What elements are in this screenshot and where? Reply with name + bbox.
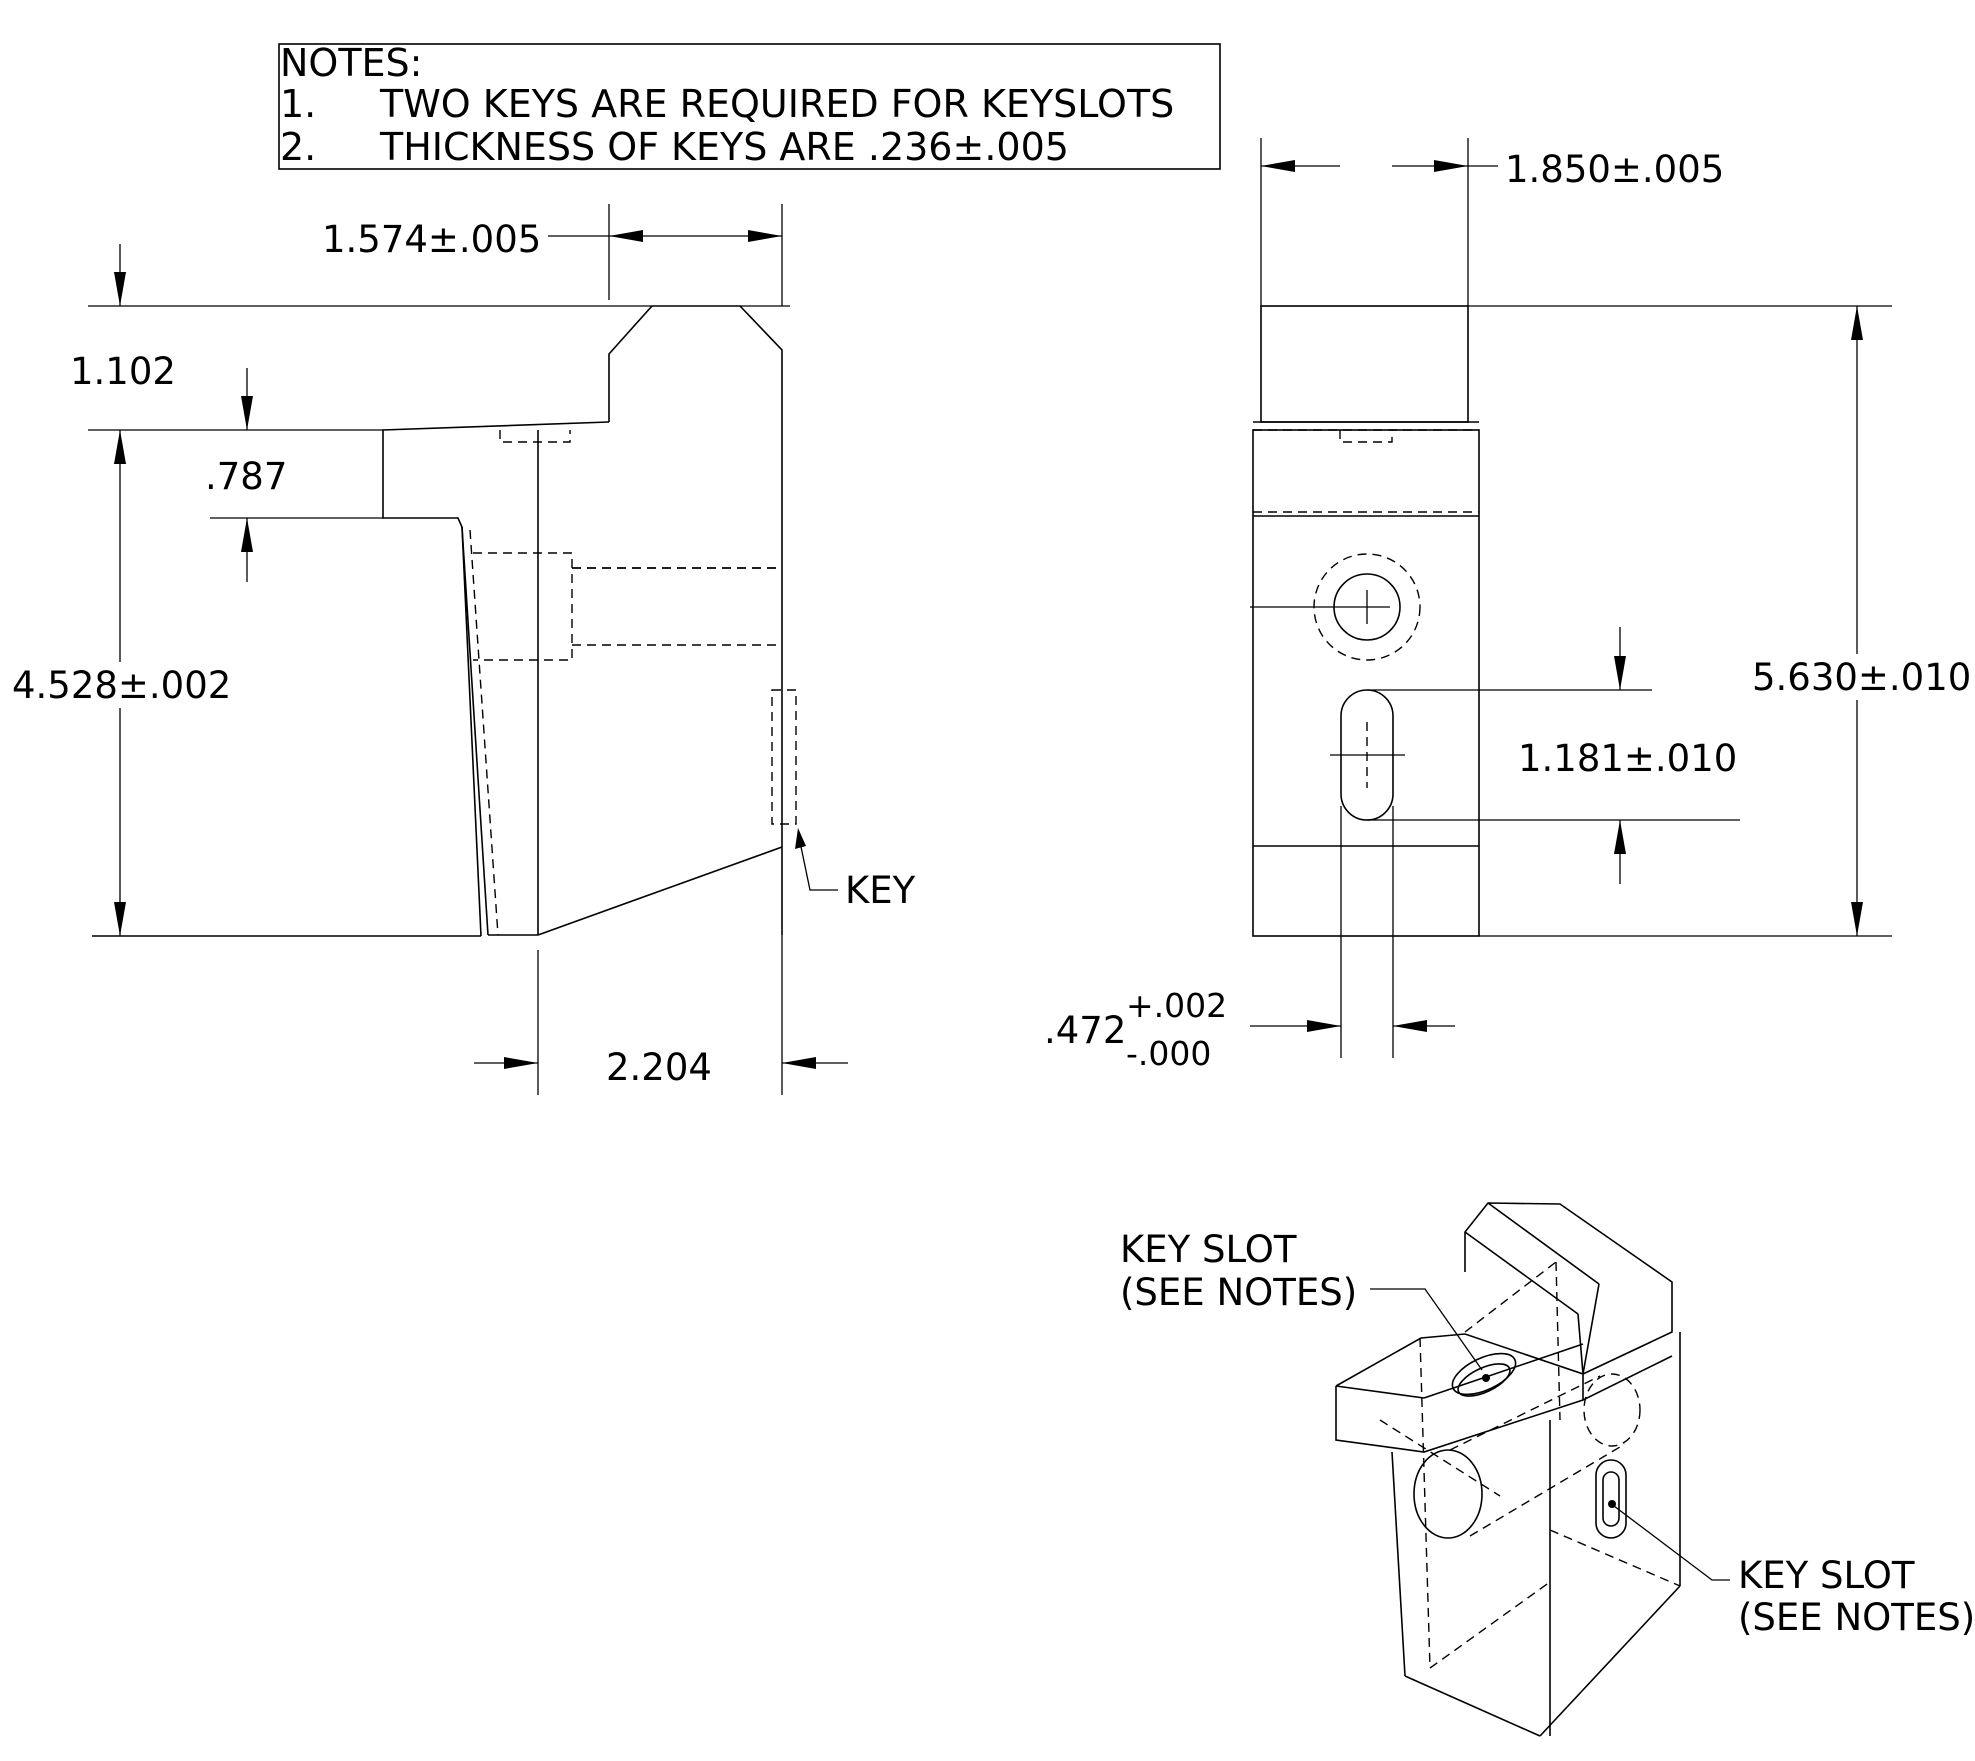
arrow-1181-top xyxy=(1614,656,1626,690)
dim-4528-label: 4.528±.002 xyxy=(12,664,231,707)
iso-key-slot-note-1: (SEE NOTES) xyxy=(1120,1271,1357,1314)
dim-1574-label: 1.574±.005 xyxy=(322,218,541,261)
arrow-4528-top xyxy=(114,430,126,464)
dim-5630-label: 5.630±.010 xyxy=(1752,656,1971,699)
dim-1102-label: 1.102 xyxy=(70,350,176,393)
dim-1181-label: 1.181±.010 xyxy=(1518,737,1737,780)
arrow-1102-top xyxy=(114,272,126,306)
iso-top-block-ridge xyxy=(1487,1202,1600,1285)
iso-bore-back xyxy=(1583,1373,1641,1447)
iso-key-slot-side xyxy=(1595,1459,1627,1539)
iso-top-block-front2 xyxy=(1577,1313,1584,1375)
dim-472-minus: -.000 xyxy=(1126,1034,1211,1073)
arrow-472-right xyxy=(1393,1020,1427,1032)
arrow-1574-right xyxy=(748,230,782,242)
dim-472-plus: +.002 xyxy=(1126,986,1227,1025)
iso-leader-1 xyxy=(1370,1288,1483,1371)
dim-787-label: .787 xyxy=(205,455,287,498)
side-view-step xyxy=(382,421,610,937)
dim-4528-label-bg xyxy=(10,662,228,708)
key-leader-arrow xyxy=(795,828,806,849)
iso-body-mid xyxy=(1549,1529,1681,1587)
side-view-bottom-slope xyxy=(537,846,783,936)
side-view-back-edge xyxy=(461,526,489,936)
arrow-472-left xyxy=(1307,1020,1341,1032)
iso-left-block xyxy=(1335,1386,1584,1453)
iso-hidden-4 xyxy=(1555,1261,1561,1421)
arrow-2204-left xyxy=(504,1057,538,1069)
front-view-body xyxy=(1252,429,1480,937)
iso-body-left xyxy=(1391,1451,1406,1677)
iso-left-block-top xyxy=(1335,1385,1425,1399)
front-view: 1.850±.005 5.630±.010 1.181±.010 .472 +.… xyxy=(1044,138,1971,1073)
iso-hidden-1 xyxy=(1419,1337,1431,1669)
key-leader xyxy=(799,841,838,891)
arrow-5630-top xyxy=(1851,306,1863,340)
dim-1850-label: 1.850±.005 xyxy=(1505,148,1724,191)
iso-body-front xyxy=(1404,1675,1541,1737)
iso-bore-bottom xyxy=(1469,1443,1626,1537)
side-view-outline xyxy=(608,305,783,935)
arrow-1102-lower xyxy=(241,396,253,430)
dim-2204-label: 2.204 xyxy=(606,1046,712,1089)
iso-body-right-bottom xyxy=(1539,1585,1681,1737)
note-1-text: TWO KEYS ARE REQUIRED FOR KEYSLOTS xyxy=(379,82,1174,126)
iso-key-slot-top xyxy=(1451,1352,1517,1396)
iso-bore-front xyxy=(1413,1449,1483,1539)
arrow-1850-right xyxy=(1434,160,1468,172)
notes-frame xyxy=(278,43,1221,170)
iso-view: KEY SLOT (SEE NOTES) KEY SLOT (SEE NOTES… xyxy=(1120,1202,1975,1737)
note-2-number: 2. xyxy=(280,125,316,169)
iso-key-slot-note-2: (SEE NOTES) xyxy=(1738,1596,1975,1639)
side-view-hidden-top-slot xyxy=(499,430,571,443)
arrow-1181-bottom xyxy=(1614,820,1626,854)
notes-heading: NOTES: xyxy=(280,41,422,85)
iso-key-slot-label-2: KEY SLOT xyxy=(1738,1554,1915,1597)
side-view-key xyxy=(771,689,797,825)
side-view: 1.574±.005 1.102 .787 4.528±.002 2.204 K xyxy=(10,204,916,1095)
note-2-text: THICKNESS OF KEYS ARE .236±.005 xyxy=(379,125,1069,169)
arrow-5630-bottom xyxy=(1851,902,1863,936)
front-view-hidden-slot xyxy=(1339,430,1393,443)
dim-472-label: .472 xyxy=(1044,1009,1126,1052)
side-view-hidden-back xyxy=(469,529,499,936)
iso-key-slot-label-1: KEY SLOT xyxy=(1120,1228,1297,1271)
iso-key-slot-top-inner xyxy=(1457,1363,1511,1397)
iso-bore-top xyxy=(1449,1375,1601,1451)
iso-top-block-front xyxy=(1464,1231,1579,1315)
iso-hidden-2 xyxy=(1429,1581,1551,1669)
dim-5630-label-bg xyxy=(1750,654,1970,700)
arrow-1574-left xyxy=(609,230,643,242)
arrow-2204-right xyxy=(782,1057,816,1069)
iso-leader-2 xyxy=(1613,1505,1730,1581)
notes-box: NOTES: 1. TWO KEYS ARE REQUIRED FOR KEYS… xyxy=(278,41,1221,170)
iso-key-slot-side-inner xyxy=(1602,1471,1620,1527)
iso-key-slot-top-dot xyxy=(1482,1374,1490,1382)
iso-top-block-edge xyxy=(1582,1283,1600,1375)
iso-hidden-3 xyxy=(1464,1261,1557,1333)
key-label: KEY xyxy=(845,869,916,912)
arrow-4528-bottom xyxy=(114,902,126,936)
iso-step-block xyxy=(1335,1333,1673,1402)
arrow-1850-left xyxy=(1261,160,1295,172)
iso-hidden-5 xyxy=(1379,1419,1501,1497)
front-view-top-block xyxy=(1260,305,1469,423)
iso-left-block-edge xyxy=(1423,1343,1584,1399)
arrow-787 xyxy=(241,518,253,552)
side-view-hidden-bore xyxy=(473,552,573,661)
note-1-number: 1. xyxy=(280,82,316,126)
